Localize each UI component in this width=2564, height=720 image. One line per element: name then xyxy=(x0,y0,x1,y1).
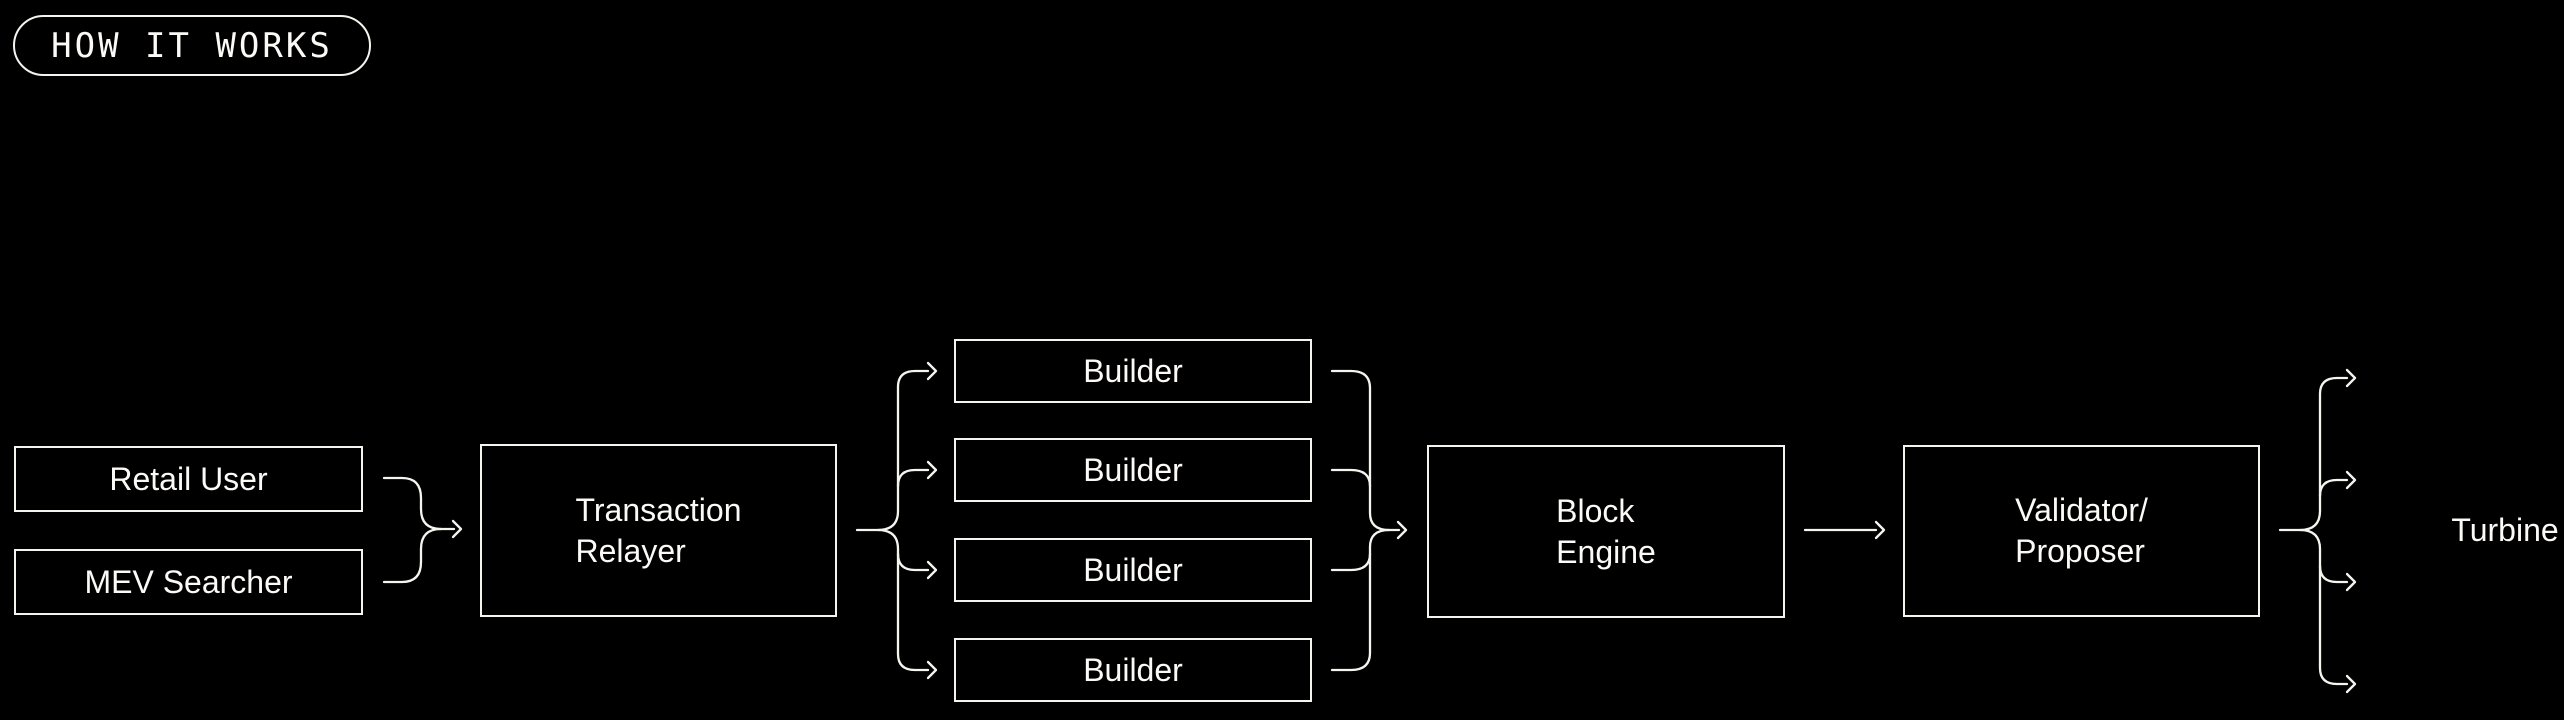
block-engine-label: Block Engine xyxy=(1556,492,1656,570)
node-builder-1: Builder xyxy=(954,339,1312,403)
mev-searcher-label: MEV Searcher xyxy=(84,563,293,600)
turbine-label: Turbine xyxy=(2451,511,2559,548)
builder-3-label: Builder xyxy=(1083,551,1183,588)
how-it-works-badge-label: HOW IT WORKS xyxy=(51,25,333,66)
fanout-arrows-validator-to-turbine xyxy=(2278,368,2357,694)
builder-4-label: Builder xyxy=(1083,651,1183,688)
node-transaction-relayer: Transaction Relayer xyxy=(480,444,837,617)
node-mev-searcher: MEV Searcher xyxy=(14,549,363,615)
validator-proposer-label: Validator/ Proposer xyxy=(2015,492,2148,569)
node-retail-user: Retail User xyxy=(14,446,363,512)
node-builder-4: Builder xyxy=(954,638,1312,702)
fanout-arrows-relayer-to-builders xyxy=(855,361,938,680)
node-validator-proposer: Validator/ Proposer xyxy=(1903,445,2260,617)
node-block-engine: Block Engine xyxy=(1427,445,1785,618)
node-turbine: Turbine xyxy=(2445,508,2564,552)
node-builder-2: Builder xyxy=(954,438,1312,502)
retail-user-label: Retail User xyxy=(109,460,268,497)
builder-1-label: Builder xyxy=(1083,352,1183,389)
merge-arrow-builders-to-block-engine xyxy=(1330,369,1408,672)
node-builder-3: Builder xyxy=(954,538,1312,602)
how-it-works-badge: HOW IT WORKS xyxy=(13,15,371,76)
builder-2-label: Builder xyxy=(1083,451,1183,488)
transaction-relayer-label: Transaction Relayer xyxy=(575,491,742,569)
merge-arrow-users-to-relayer xyxy=(382,476,463,584)
arrow-block-engine-to-validator xyxy=(1803,520,1886,540)
